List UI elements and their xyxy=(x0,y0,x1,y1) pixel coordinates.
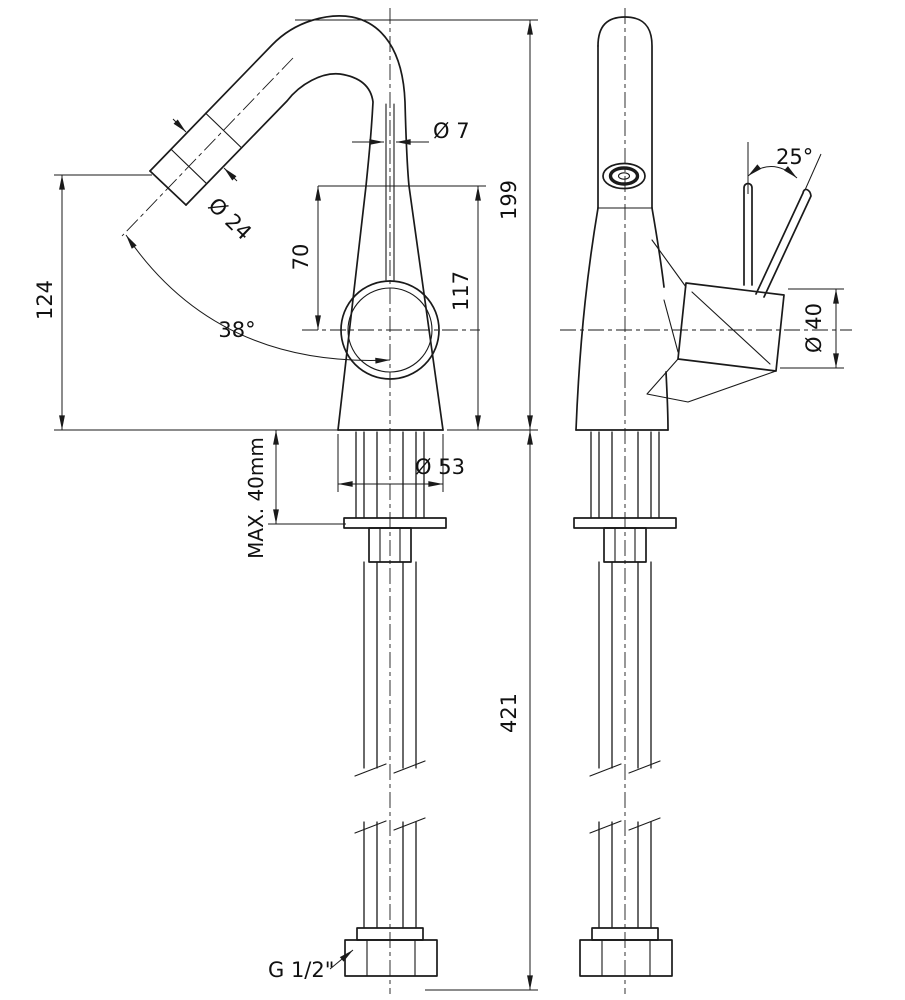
aerator-face xyxy=(602,162,646,190)
label-outlet-height: 117 xyxy=(449,271,473,311)
aerator-center xyxy=(617,172,631,180)
body-cone xyxy=(337,103,444,431)
label-base-dia: Ø 53 xyxy=(415,455,465,479)
label-thread: G 1/2" xyxy=(268,958,334,982)
aerator-edge-line xyxy=(170,148,208,185)
label-handle-dia: Ø 40 xyxy=(802,303,826,353)
handle-housing xyxy=(677,282,785,372)
hoses xyxy=(363,561,417,769)
underbody-right xyxy=(573,431,677,977)
lever-vertical-position xyxy=(743,182,753,286)
label-spout-angle: 38° xyxy=(218,318,255,342)
hoses xyxy=(598,821,652,929)
dimension-extension-lines xyxy=(54,19,844,991)
body-side xyxy=(575,207,785,431)
dimension-lines xyxy=(59,19,839,990)
spout-column xyxy=(597,16,653,209)
label-install-length: 421 xyxy=(497,693,521,733)
label-handle-angle: 25° xyxy=(776,145,813,169)
front-view xyxy=(149,15,447,977)
dim-handle-angle-arc xyxy=(747,164,798,179)
hoses xyxy=(363,431,417,519)
mounting-nut xyxy=(603,527,647,563)
side-view xyxy=(573,16,812,977)
spout-axis-centerline xyxy=(121,57,294,237)
break-marks xyxy=(589,760,661,834)
connection-nut xyxy=(579,939,673,977)
label-total-height: 199 xyxy=(497,180,521,220)
dim-spout-dia-arrow xyxy=(172,118,187,133)
hoses xyxy=(598,431,652,519)
underbody-left xyxy=(343,431,447,977)
thread-leader xyxy=(329,949,354,970)
lever-tilted-position xyxy=(755,188,812,298)
washer xyxy=(343,517,447,529)
shank xyxy=(355,431,425,519)
centerlines xyxy=(121,8,852,994)
break-marks xyxy=(354,760,426,834)
dim-spout-dia-arrow xyxy=(223,167,238,182)
aerator-ring xyxy=(608,166,640,186)
dim-spout-angle-arc xyxy=(125,234,391,364)
label-left-height: 124 xyxy=(33,280,57,320)
aerator-edge-line xyxy=(205,112,243,149)
connection-nut xyxy=(344,939,438,977)
shank xyxy=(590,431,660,519)
label-spout-height: 70 xyxy=(289,244,313,271)
label-spout-dia: Ø 24 xyxy=(204,193,257,245)
mounting-nut xyxy=(368,527,412,563)
spout xyxy=(149,15,444,431)
label-max-deck: MAX. 40mm xyxy=(244,437,268,559)
label-stem-dia: Ø 7 xyxy=(433,119,470,143)
lever-handle xyxy=(743,182,812,298)
hoses xyxy=(363,821,417,929)
hoses xyxy=(598,561,652,769)
dimension-labels: 199 421 117 70 124 MAX. 40mm Ø 53 Ø 7 Ø … xyxy=(33,119,826,982)
